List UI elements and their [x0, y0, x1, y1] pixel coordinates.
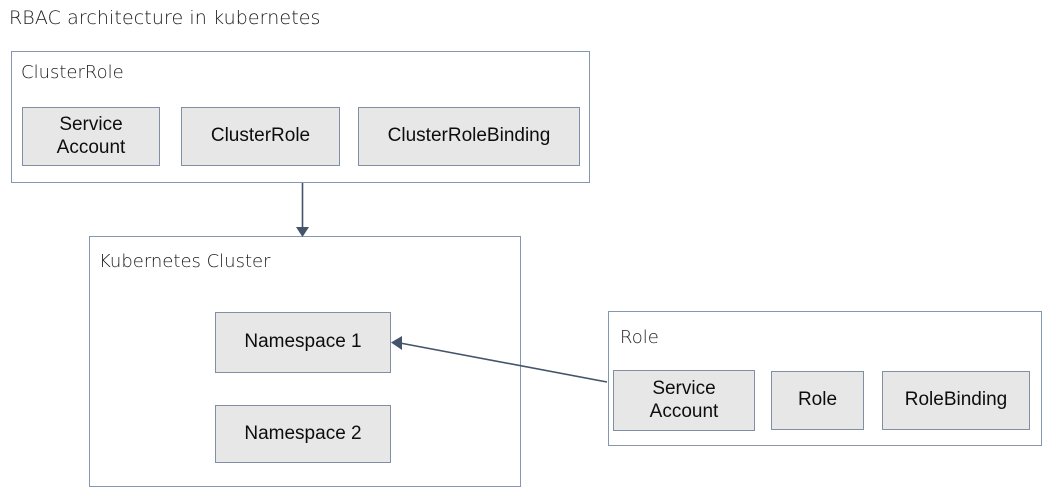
- node-cluster-role[interactable]: ClusterRole: [181, 107, 340, 166]
- node-label: ClusterRoleBinding: [387, 125, 551, 147]
- node-namespace-2[interactable]: Namespace 2: [215, 405, 391, 463]
- node-role-service-account[interactable]: Service Account: [613, 370, 755, 431]
- node-label: Namespace 1: [244, 331, 362, 353]
- node-cluster-role-service-account[interactable]: Service Account: [22, 107, 160, 166]
- node-role-binding[interactable]: RoleBinding: [882, 371, 1030, 430]
- kubernetes-cluster-group-label: Kubernetes Cluster: [99, 251, 271, 272]
- node-label: RoleBinding: [904, 389, 1008, 411]
- node-label: Service Account: [649, 378, 719, 422]
- node-label: ClusterRole: [210, 125, 311, 147]
- role-group-label: Role: [620, 327, 659, 348]
- arrow-clusterrole-to-cluster: [296, 183, 309, 237]
- node-cluster-role-binding[interactable]: ClusterRoleBinding: [358, 107, 580, 166]
- cluster-role-group-label: ClusterRole: [21, 62, 124, 83]
- node-label: Role: [797, 389, 838, 411]
- node-label: Namespace 2: [244, 422, 362, 444]
- node-role[interactable]: Role: [771, 371, 864, 430]
- node-namespace-1[interactable]: Namespace 1: [215, 312, 391, 373]
- page-title: RBAC architecture in kubernetes: [9, 7, 321, 29]
- node-label: Service Account: [56, 114, 126, 158]
